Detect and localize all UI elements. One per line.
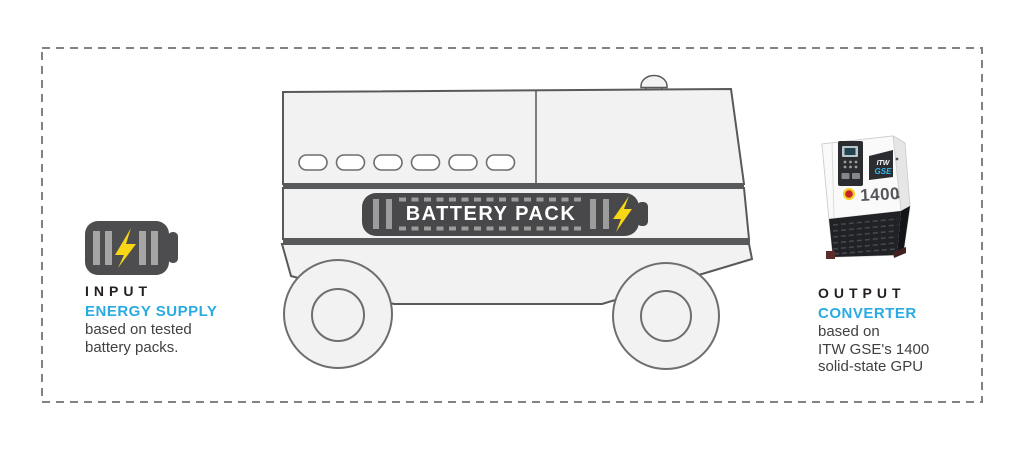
gpu-unit-base-foot bbox=[893, 247, 906, 258]
input-text-block: INPUT ENERGY SUPPLY based on tested batt… bbox=[85, 283, 217, 356]
output-description-line2: ITW GSE's 1400 bbox=[818, 340, 930, 358]
battery-terminal-nub bbox=[637, 202, 648, 226]
cart-vent bbox=[485, 154, 516, 171]
gpu-unit-brand-line1: ITW bbox=[877, 160, 891, 167]
output-description-line1: based on bbox=[818, 323, 880, 340]
cart-separator-band bbox=[283, 183, 744, 188]
battery-pack-banner-label: BATTERY PACK bbox=[405, 203, 577, 225]
battery-pack-banner bbox=[362, 193, 648, 236]
gpu-unit-estop-button bbox=[843, 188, 855, 200]
gpu-cart-illustration bbox=[280, 74, 754, 370]
input-lightning-bolt-icon bbox=[115, 228, 136, 268]
input-description-line1: based on tested bbox=[85, 321, 192, 338]
gpu-unit-base-foot bbox=[826, 251, 835, 259]
gpu-unit-control-panel bbox=[838, 141, 863, 186]
cart-left-wheel bbox=[283, 259, 393, 369]
cart-right-wheel bbox=[612, 262, 720, 370]
cart-vent-row bbox=[298, 154, 516, 171]
cart-vent bbox=[410, 154, 441, 171]
input-title: INPUT bbox=[85, 283, 152, 299]
dashed-frame-border bbox=[41, 47, 983, 403]
gpu-unit-brand-logo: ITW GSE bbox=[869, 150, 893, 180]
battery-charge-bars bbox=[373, 199, 609, 229]
cart-vent bbox=[448, 154, 478, 171]
cart-vent bbox=[298, 154, 328, 171]
gpu-unit-model-label: 1400 bbox=[860, 184, 901, 205]
output-text-block: OUTPUT CONVERTER based on ITW GSE's 1400… bbox=[818, 285, 929, 376]
output-title: OUTPUT bbox=[818, 285, 906, 301]
input-battery-bars bbox=[93, 231, 158, 265]
output-subtitle: CONVERTER bbox=[818, 305, 917, 322]
cart-vent bbox=[335, 154, 366, 171]
cart-bottom-rail bbox=[283, 239, 750, 244]
gpu-unit-grille bbox=[826, 206, 910, 259]
gpu-unit-screw bbox=[896, 195, 900, 199]
input-battery-terminal bbox=[168, 232, 178, 263]
gpu-unit-brand-line2: GSE bbox=[875, 167, 893, 176]
input-battery-icon bbox=[85, 221, 178, 275]
gpu-unit-image: ITW GSE 1400 bbox=[821, 135, 911, 259]
gpu-unit-screw bbox=[895, 157, 899, 161]
input-subtitle: ENERGY SUPPLY bbox=[85, 303, 218, 320]
cart-vent bbox=[373, 154, 403, 171]
banner-lightning-bolt-icon bbox=[613, 196, 632, 232]
output-description-line3: solid-state GPU bbox=[818, 358, 924, 375]
input-description-line2: battery packs. bbox=[85, 338, 179, 356]
